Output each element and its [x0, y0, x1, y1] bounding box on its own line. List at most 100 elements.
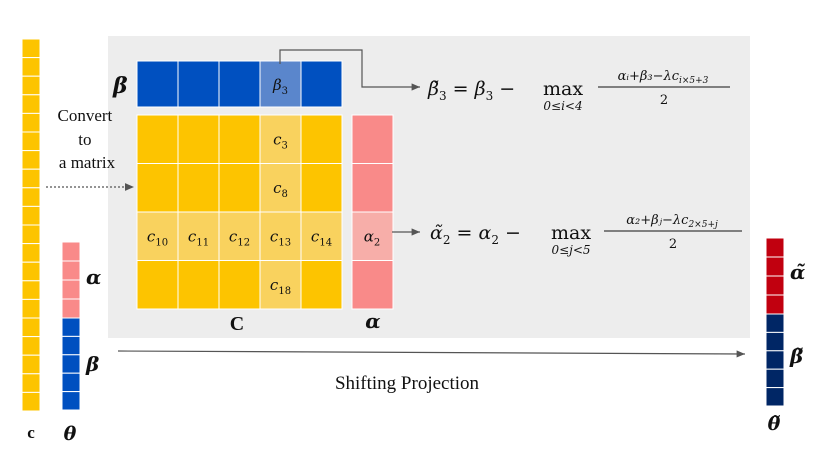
matrix-cell: [136, 163, 179, 213]
tilde-beta-cell: [765, 387, 785, 407]
theta-beta-cell: [61, 391, 81, 411]
beta-row: β3: [136, 60, 343, 108]
beta-eq-numerator-sub: i×5+3: [679, 76, 709, 86]
shifting-projection-arrow: [117, 350, 746, 358]
matrix-cell: [259, 211, 302, 261]
c-vector-cell: [21, 57, 41, 77]
alpha-eq-max-sub: 0≤j<5: [551, 243, 590, 257]
matrix-cell: [218, 163, 261, 213]
beta-row-cell: [300, 60, 343, 108]
tilde-beta-cell: [765, 368, 785, 389]
c-vector-cell: [21, 187, 41, 207]
beta-eq-minus: −: [493, 78, 515, 100]
matrix-cell-label: c10: [147, 227, 168, 248]
c-vector-cell: [21, 131, 41, 152]
theta-vector-label: θ: [64, 423, 77, 445]
c-vector-cell: [21, 354, 41, 375]
c-vector-cell: [21, 150, 41, 170]
alpha-eq-lhs-sub: 2: [443, 233, 451, 247]
alpha-eq-rhs: α: [478, 222, 491, 244]
beta-eq-max-sub: 0≤i<4: [543, 99, 582, 113]
alpha-update-equation: α̃2 = α2 − max 0≤j<5 α₂+βⱼ−λc2×5+j 2: [430, 213, 742, 257]
tilde-alpha-cell: [765, 294, 785, 315]
matrix-cell: [218, 260, 261, 310]
theta-alpha-cell: [61, 298, 81, 319]
c-vector: [21, 38, 41, 412]
beta-row-cell: [177, 60, 220, 108]
alpha-eq-numerator: α₂+βⱼ−λc: [626, 213, 689, 228]
c-vector-cell: [21, 94, 41, 114]
matrix-cell-label: c8: [273, 179, 288, 200]
matrix-cell: [300, 211, 343, 261]
c-vector-cell: [21, 224, 41, 245]
tilde-theta-label: θ̃: [768, 413, 781, 435]
theta-beta-segment: [61, 317, 81, 411]
alpha-eq-minus: −: [499, 222, 521, 244]
alpha-column-cell: [351, 114, 394, 164]
matrix-cell-label: c14: [311, 227, 332, 248]
theta-beta-cell: [61, 354, 81, 374]
c-vector-cell: [21, 168, 41, 189]
matrix-cell: [136, 211, 179, 261]
theta-beta-cell: [61, 335, 81, 356]
alpha-eq-lhs: α̃: [430, 222, 443, 244]
matrix-cell: [218, 114, 261, 164]
beta-equation-arrow: [279, 49, 420, 91]
matrix-cell: [136, 114, 179, 164]
theta-beta-cell: [61, 317, 81, 337]
convert-line-1: Convert: [57, 106, 112, 125]
beta-eq-rhs: β: [474, 78, 486, 100]
matrix-cell: [300, 260, 343, 310]
matrix-cell: [136, 260, 179, 310]
alpha-eq-numerator-sub: 2×5+j: [687, 220, 718, 230]
beta-eq-lhs: β̃: [427, 78, 439, 100]
matrix-cell: [177, 114, 220, 164]
theta-alpha-cell: [61, 241, 81, 262]
c-vector-cell: [21, 317, 41, 338]
matrix-C-label: C: [230, 313, 244, 335]
matrix-cell: [259, 260, 302, 310]
beta-row-cell: [136, 60, 179, 108]
tilde-beta-cell: [765, 350, 785, 370]
matrix-cell: [300, 114, 343, 164]
c-vector-cell: [21, 38, 41, 59]
matrix-cell-label: c13: [270, 227, 291, 248]
beta-row-cell: [218, 60, 261, 108]
theta-alpha-cell: [61, 260, 81, 281]
tilde-alpha-label: α̃: [790, 260, 805, 284]
alpha-eq-denominator: 2: [669, 237, 677, 252]
matrix-cell: [177, 260, 220, 310]
tilde-alpha-cell: [765, 237, 785, 258]
tilde-alpha-cell: [765, 275, 785, 296]
beta-row-cell: [259, 60, 302, 108]
theta-alpha-label: α: [86, 265, 101, 289]
c-vector-cell: [21, 391, 41, 412]
beta-eq-denominator: 2: [660, 93, 668, 108]
c-vector-cell: [21, 280, 41, 300]
svg-text:β̃3 = β3 −: β̃3 = β3 −: [427, 78, 515, 103]
matrix-cell: [300, 163, 343, 213]
alpha-column-highlight-label: α2: [364, 227, 381, 248]
tilde-alpha-cell: [765, 256, 785, 277]
beta-eq-rhs-sub: 3: [486, 89, 494, 103]
beta-eq-max: max: [543, 78, 583, 100]
beta-eq-equals: =: [447, 78, 475, 100]
matrix-cell: [218, 211, 261, 261]
svg-text:α₂+βⱼ−λc2×5+j: α₂+βⱼ−λc2×5+j: [626, 213, 718, 230]
matrix-cell-label: c11: [188, 227, 209, 248]
tilde-beta-segment: [765, 313, 785, 407]
c-vector-cell: [21, 75, 41, 96]
alpha-column-cell: [351, 163, 394, 213]
tilde-alpha-segment: [765, 237, 785, 315]
tilde-beta-cell: [765, 331, 785, 352]
matrix-cell-label: c18: [270, 276, 291, 297]
beta-row-highlight-label: β3: [272, 76, 288, 97]
svg-text:αᵢ+β₃−λci×5+3: αᵢ+β₃−λci×5+3: [618, 69, 709, 86]
alpha-eq-rhs-sub: 2: [491, 233, 499, 247]
convert-line-2: to: [78, 130, 91, 149]
beta-eq-numerator: αᵢ+β₃−λc: [618, 69, 680, 84]
shifting-projection-label: Shifting Projection: [335, 373, 480, 394]
tilde-beta-cell: [765, 313, 785, 333]
convert-label: Convert to a matrix: [57, 106, 116, 172]
